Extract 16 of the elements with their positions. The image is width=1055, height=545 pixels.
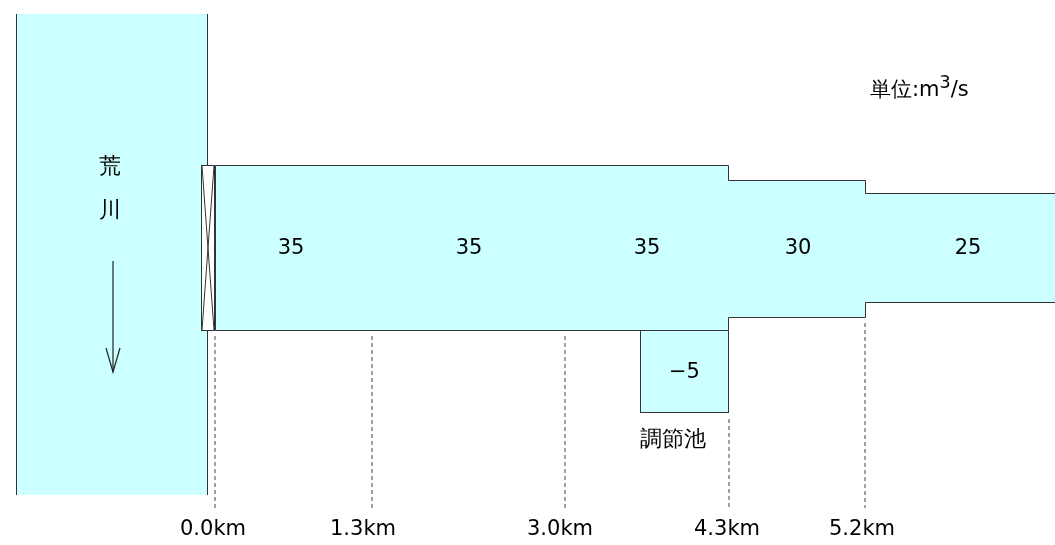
- flow-value: −5: [669, 361, 700, 382]
- distance-label: 4.3km: [694, 518, 760, 539]
- regulating-pond: [640, 331, 729, 413]
- river-channel: [16, 14, 208, 495]
- flow-value: 35: [277, 237, 305, 258]
- distance-label: 5.2km: [829, 518, 895, 539]
- flow-value: 25: [954, 237, 982, 258]
- distance-label: 3.0km: [527, 518, 593, 539]
- distance-label: 1.3km: [330, 518, 396, 539]
- flow-value: 30: [784, 237, 812, 258]
- flow-value: 35: [633, 237, 661, 258]
- pond-label: 調節池: [640, 428, 706, 450]
- flow-value: 35: [455, 237, 483, 258]
- distance-label: 0.0km: [180, 518, 246, 539]
- unit-note: 単位:m$^{3}$/s: [870, 74, 969, 100]
- river-name: 荒川: [99, 136, 121, 224]
